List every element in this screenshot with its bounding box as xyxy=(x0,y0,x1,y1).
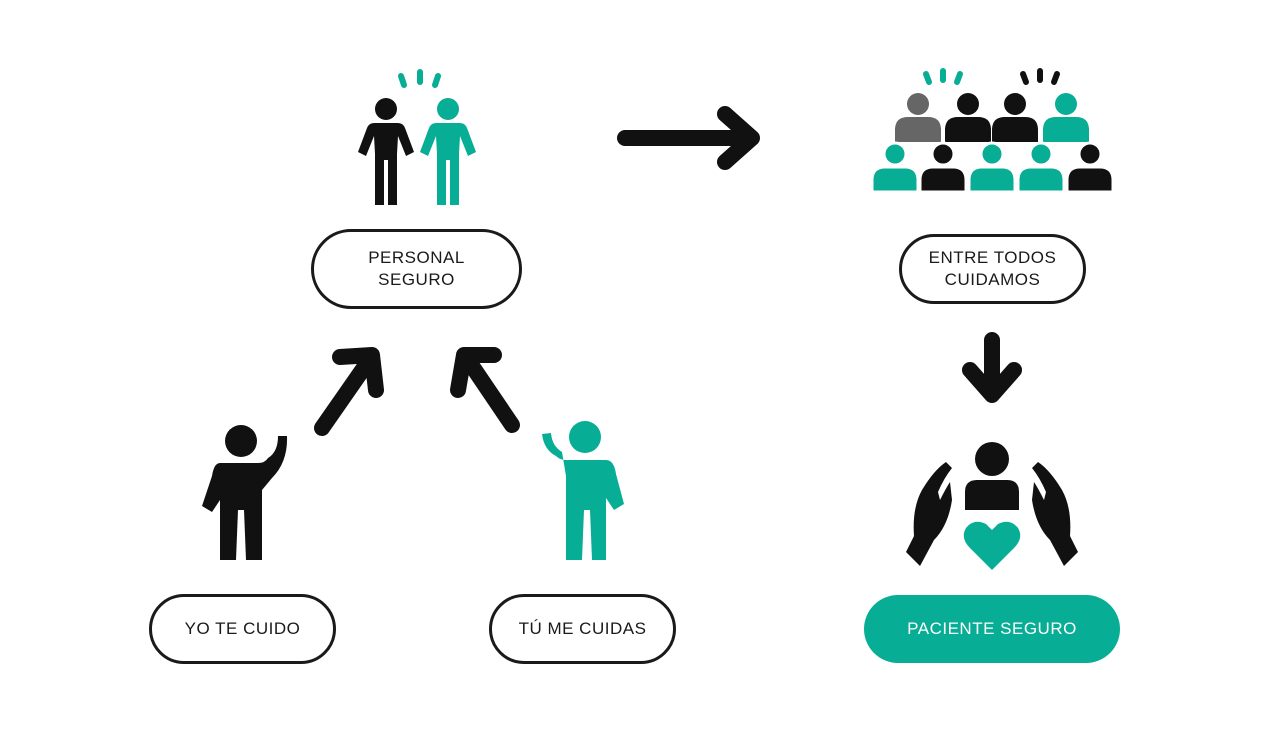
attention-marks-teal-icon xyxy=(923,68,963,85)
entre-todos-cuidamos-label: ENTRE TODOS CUIDAMOS xyxy=(899,234,1086,304)
crowd-icon xyxy=(870,68,1115,194)
arrow-up-right-icon xyxy=(314,347,384,436)
tu-me-cuidas-label: TÚ ME CUIDAS xyxy=(489,594,676,664)
protected-patient-icon xyxy=(906,442,1078,570)
two-people-icon xyxy=(358,69,476,205)
attention-marks-black-icon xyxy=(1020,68,1060,85)
person-teal-icon xyxy=(420,98,476,205)
waving-person-black-icon xyxy=(202,425,288,560)
person-black-icon xyxy=(358,98,414,205)
attention-marks-teal-icon xyxy=(398,69,441,88)
yo-te-cuido-label: YO TE CUIDO xyxy=(149,594,336,664)
paciente-seguro-label: PACIENTE SEGURO xyxy=(864,595,1120,663)
personal-seguro-label: PERSONAL SEGURO xyxy=(311,229,522,309)
arrow-down-icon xyxy=(962,332,1022,403)
waving-person-teal-icon xyxy=(542,421,624,560)
arrow-up-left-icon xyxy=(450,347,520,433)
arrow-right-icon xyxy=(617,106,760,170)
